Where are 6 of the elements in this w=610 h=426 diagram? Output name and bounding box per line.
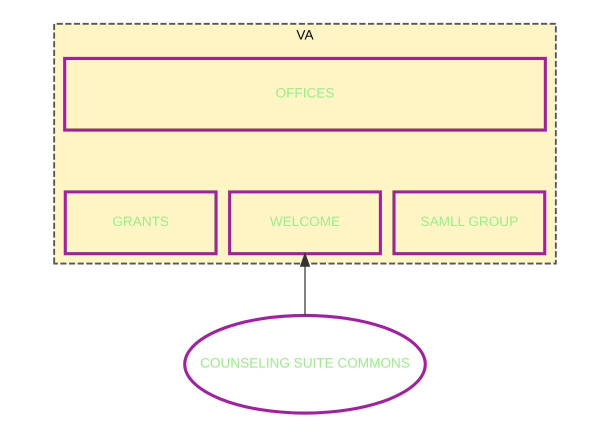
node-box: GRANTS bbox=[64, 190, 218, 255]
node-box: SAMLL GROUP bbox=[392, 190, 546, 255]
node-box: OFFICES bbox=[63, 56, 547, 132]
arrow bbox=[300, 251, 310, 315]
node-box: WELCOME bbox=[228, 190, 382, 255]
node-ellipse: COUNSELING SUITE COMMONS bbox=[183, 313, 427, 414]
